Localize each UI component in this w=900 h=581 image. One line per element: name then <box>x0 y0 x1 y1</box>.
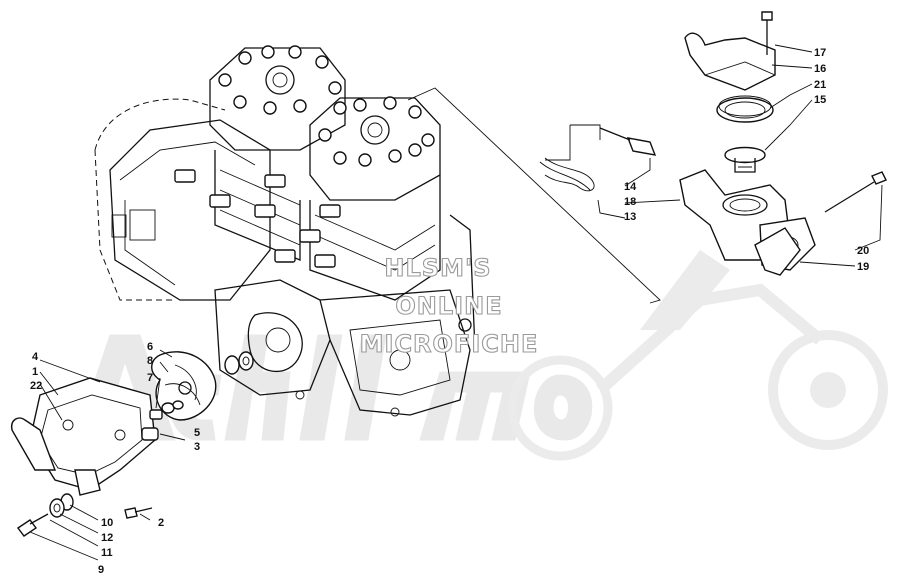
callout-labels: 1 2 3 4 5 6 7 8 9 10 11 12 13 14 15 16 1… <box>30 47 869 576</box>
callout-1: 1 <box>32 366 38 378</box>
callout-6: 6 <box>147 341 153 353</box>
leader-thermostat-to-engine <box>407 87 661 304</box>
callout-21: 21 <box>814 79 826 91</box>
callout-16: 16 <box>814 63 826 75</box>
watermark-line-1: HLSM'S <box>384 254 491 282</box>
engine-assembly <box>94 45 476 417</box>
callout-20: 20 <box>857 245 869 257</box>
callout-8: 8 <box>147 355 153 367</box>
watermark-text: HLSM'S ONLINE MICROFICHE <box>359 253 539 358</box>
callout-2: 2 <box>158 517 164 529</box>
callout-10: 10 <box>101 517 113 529</box>
watermark-line-2: ONLINE <box>395 292 502 320</box>
water-pump-assembly <box>10 349 254 561</box>
callout-4: 4 <box>32 351 39 363</box>
callout-5: 5 <box>194 427 200 439</box>
callout-11: 11 <box>101 547 113 559</box>
callout-15: 15 <box>814 94 826 106</box>
thermostat-assembly <box>539 11 887 276</box>
callout-14: 14 <box>624 181 637 193</box>
callout-9: 9 <box>98 564 104 576</box>
callout-18: 18 <box>624 196 636 208</box>
callout-13: 13 <box>624 211 636 223</box>
callout-17: 17 <box>814 47 826 59</box>
callout-7: 7 <box>147 372 153 384</box>
watermark-line-3: MICROFICHE <box>360 330 539 358</box>
callout-19: 19 <box>857 261 869 273</box>
callout-22: 22 <box>30 380 42 392</box>
callout-3: 3 <box>194 441 200 453</box>
callout-12: 12 <box>101 532 113 544</box>
